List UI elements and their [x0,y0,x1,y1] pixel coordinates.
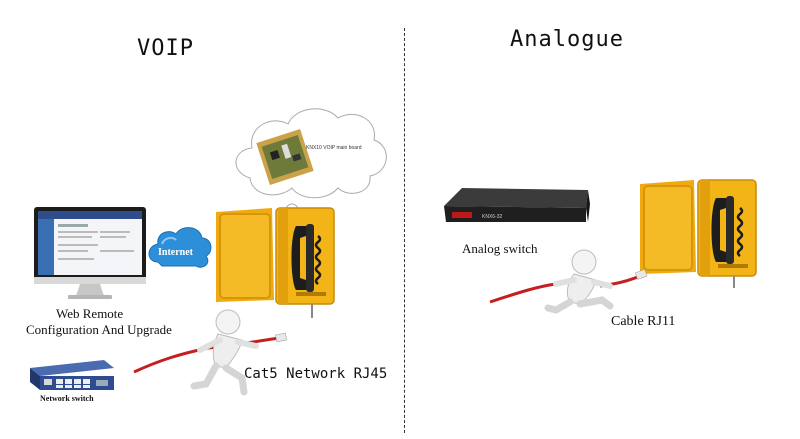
monitor-icon [34,207,146,299]
voip-phone-icon [216,207,335,318]
analog-switch-icon [444,188,590,222]
rj11-cable-label: Cable RJ11 [611,314,676,329]
internet-cloud-icon [148,227,212,268]
monitor-caption-line2: Configuration And Upgrade [26,322,172,337]
analog-switch-label: Analog switch [462,241,538,256]
section-divider [404,28,405,433]
cat5-cable-figure [133,309,288,396]
analogue-title: Analogue [510,27,624,52]
cat5-cable-label: Cat5 Network RJ45 [244,366,388,382]
rj11-cable-figure [489,249,648,314]
network-switch-label: Network switch [40,394,94,403]
main-board-icon [256,128,314,186]
network-switch-icon [30,360,114,390]
voip-title: VOIP [137,36,194,61]
monitor-caption-line1: Web Remote [56,306,124,321]
board-label: KNX10 VOIP main board [306,145,362,151]
internet-label: Internet [158,247,193,258]
analog-switch-brand: KNX6-32 [482,214,503,220]
analog-phone-icon [640,179,757,288]
